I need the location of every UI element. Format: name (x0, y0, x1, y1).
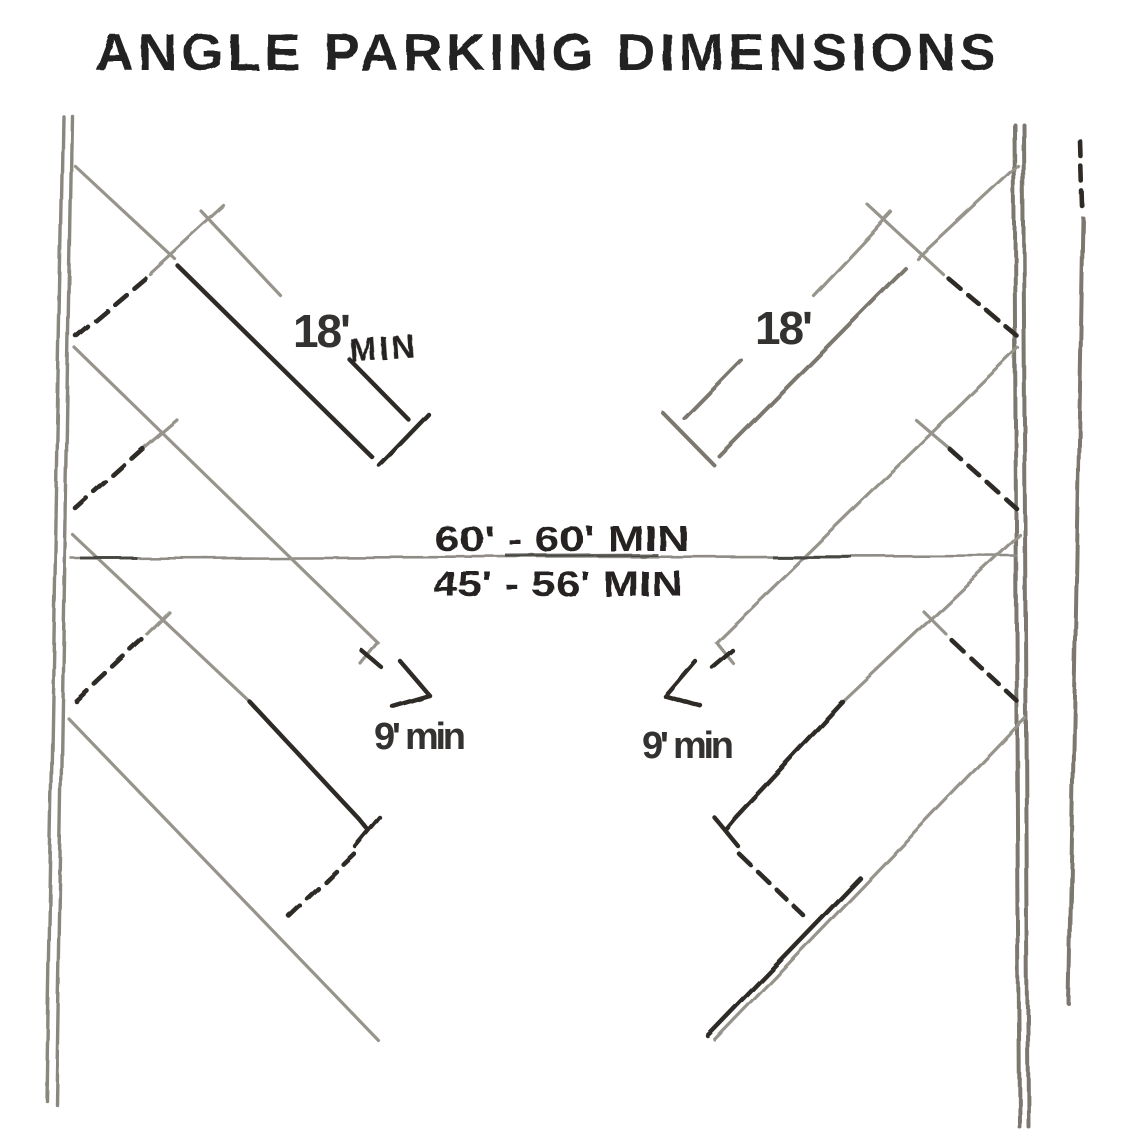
stall-depth-min-label-left: MIN (348, 327, 416, 369)
stall-line (73, 346, 380, 665)
hand-lettering: ANGLE PARKING DIMENSIONS MIN 60' - 60' M… (95, 24, 1000, 604)
dimension-labels: 18' 18' 9' min 9' min (293, 302, 813, 767)
left-curb-inner-line (54, 114, 74, 1106)
dimension-end-tick (376, 411, 431, 468)
right-curb-outer-line (1021, 122, 1030, 1128)
width-dimension-dashed (729, 844, 807, 919)
width-dimension-dashed (941, 441, 1020, 512)
dimension-leader (348, 358, 411, 422)
far-right-edge-line (1067, 216, 1085, 1006)
stall-width-label-right: 9' min (642, 725, 734, 767)
width-dimension-dashed (73, 270, 154, 339)
dimension-end-tick (352, 814, 382, 849)
page-title: ANGLE PARKING DIMENSIONS (95, 24, 1000, 82)
dimension-leader (683, 359, 744, 421)
stall-line-bold-end (247, 699, 371, 833)
stall-width-label-left: 9' min (374, 716, 466, 758)
pencil-linework (44, 114, 1085, 1128)
stall-end-tick (148, 204, 226, 276)
width-dimension-dashed (939, 270, 1020, 339)
dimension-line-18ft-left (175, 263, 375, 460)
stall-cross-tick (145, 610, 171, 636)
width-dimension-dashed (941, 630, 1020, 704)
stall-depth-label-right: 18' (755, 302, 813, 354)
stall-end-tick (867, 204, 945, 276)
aisle-width-60-label: 60' - 60' MIN (435, 520, 690, 559)
stall-line (66, 716, 380, 1042)
stall-line-bold-end (722, 699, 846, 833)
stall-line (916, 164, 1020, 261)
stall-line (73, 164, 177, 261)
width-dimension-dashed (73, 441, 152, 512)
dimension-line-18ft-right (717, 266, 907, 458)
width-dimension-dashed (286, 844, 364, 919)
width-dimension-dashed (73, 630, 152, 704)
stall-line-bold-end (705, 875, 863, 1039)
far-right-edge-dashed-top (1077, 138, 1085, 209)
stall-line (713, 346, 1020, 665)
stall-line (713, 716, 1027, 1042)
width-arrow-left (358, 647, 432, 709)
centerline-overdraw (505, 553, 659, 558)
stall-line (200, 210, 282, 297)
stall-depth-label-left: 18' (293, 305, 351, 357)
dimension-end-tick (711, 814, 741, 849)
aisle-width-45-label: 45' - 56' MIN (433, 565, 683, 604)
dimension-end-tick (662, 412, 716, 467)
ink-linework (73, 138, 1085, 1039)
stall-line (811, 210, 893, 297)
right-curb-inner-line (1012, 122, 1021, 1128)
left-curb-outer-line (44, 114, 65, 1102)
stall-cross-tick (922, 610, 948, 636)
width-arrow-right (661, 647, 735, 709)
